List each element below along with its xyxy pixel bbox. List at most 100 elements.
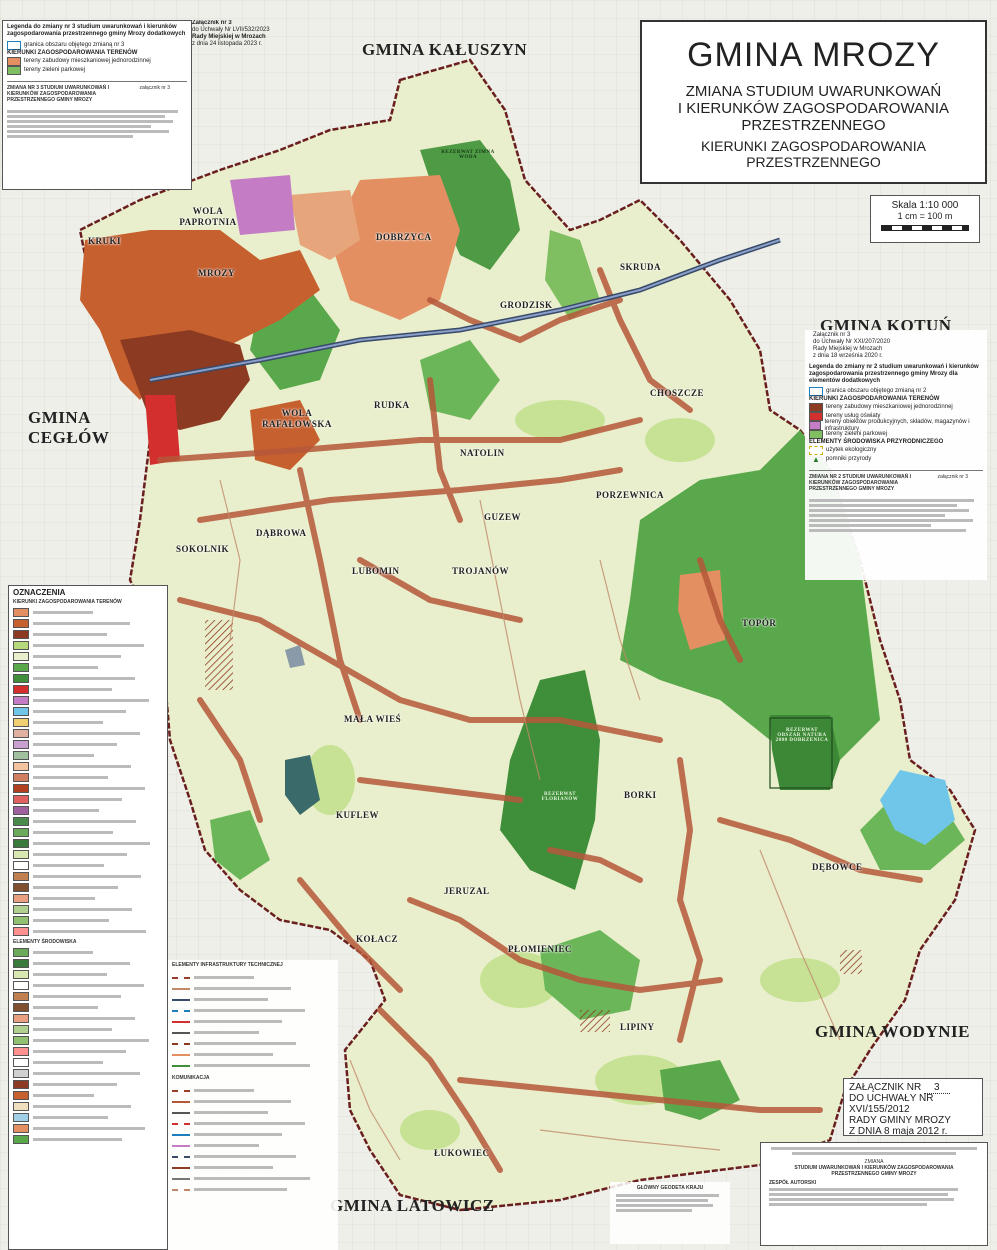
legend-entry — [13, 695, 163, 706]
legend-text-placeholder — [33, 1017, 135, 1020]
neighbor-label-north: GMINA KAŁUSZYN — [362, 40, 528, 59]
legend-entry — [13, 717, 163, 728]
hatched-east — [840, 950, 862, 974]
forest-kuflew — [210, 810, 270, 880]
legend-text-placeholder — [33, 1094, 94, 1097]
legend-entry — [172, 1016, 334, 1027]
annex-3-section: KIERUNKI ZAGOSPODAROWANIA TERENÓW — [7, 50, 138, 56]
legend-entry — [13, 915, 163, 926]
legend-swatch — [13, 674, 29, 683]
legend-entry — [13, 1090, 163, 1101]
service-west — [145, 395, 180, 465]
village-label-debowce: DĘBOWCE — [812, 862, 863, 872]
legend-entry — [172, 1151, 334, 1162]
legend-text-placeholder — [194, 1144, 259, 1147]
industry-north — [230, 175, 295, 235]
annex-2-legend-title: Legenda do zmiany nr 2 studium uwarunkow… — [809, 364, 979, 384]
legend-swatch — [13, 970, 29, 979]
village-label-kolacz: KOŁACZ — [356, 934, 399, 944]
annex-2-item-4: tereny obiektów produkcyjnych, składów, … — [805, 419, 987, 432]
legend-text-placeholder — [194, 1177, 310, 1180]
legend-text-placeholder — [33, 721, 103, 724]
authors-line-2: STUDIUM UWARUNKOWAŃ I KIERUNKÓW ZAGOSPOD… — [794, 1165, 954, 1171]
authors-box: ZMIANA STUDIUM UWARUNKOWAŃ I KIERUNKÓW Z… — [760, 1142, 988, 1246]
village-label-lukowiec: ŁUKOWIEC — [434, 1148, 490, 1158]
legend-line-symbol — [172, 1089, 190, 1092]
legend-infrastructure-title: ELEMENTY INFRASTRUKTURY TECHNICZNEJ — [172, 962, 283, 968]
legend-entry — [13, 1101, 163, 1112]
resolution-line-4: Z DNIA 8 maja 2012 r. — [849, 1126, 948, 1136]
residential-north — [290, 190, 360, 260]
legend-swatch — [13, 959, 29, 968]
legend-text-placeholder — [33, 842, 150, 845]
legend-entry — [13, 805, 163, 816]
village-label-kruki: KRUKI — [88, 236, 122, 246]
resolution-line-3: RADY GMINY MROZY — [849, 1115, 951, 1126]
annex-2-line-1: Załącznik nr 3 — [813, 332, 851, 338]
legend-line-symbol — [172, 1155, 190, 1158]
legend-text-placeholder — [194, 1100, 291, 1103]
legend-entry — [172, 1162, 334, 1173]
legend-entry — [13, 926, 163, 937]
village-label-jeruzal: JERUZAL — [444, 886, 490, 896]
legend-line-symbol — [172, 998, 190, 1001]
title-block: GMINA MROZY ZMIANA STUDIUM UWARUNKOWAŃ I… — [640, 20, 987, 184]
legend-swatch — [13, 850, 29, 859]
legend-line-symbol — [172, 1042, 190, 1045]
legend-swatch — [13, 1014, 29, 1023]
legend-entry — [172, 983, 334, 994]
settlement-roads — [157, 267, 923, 1173]
legend-swatch — [13, 1036, 29, 1045]
legend-entry — [13, 1068, 163, 1079]
legend-entry — [172, 1107, 334, 1118]
annex-3-item-1: granica obszaru objętego zmianą nr 3 — [3, 41, 191, 50]
legend-entry — [172, 1049, 334, 1060]
scale-bar — [881, 225, 969, 231]
legend-text-placeholder — [33, 930, 146, 933]
annex-3-table — [7, 110, 187, 138]
village-label-wola-paprotnia: WOLA PAPROTNIA — [179, 206, 237, 227]
legend-swatch — [13, 872, 29, 881]
annex-3-heading-row: ZMIANA NR 3 STUDIUM UWARUNKOWAŃ I KIERUN… — [7, 81, 187, 106]
legend-swatch — [13, 751, 29, 760]
resolution-line-2: DO UCHWAŁY NR XVI/155/2012 — [849, 1093, 934, 1115]
village-label-mala-wies: MAŁA WIEŚ — [344, 714, 402, 724]
legend-entry — [13, 969, 163, 980]
legend-text-placeholder — [33, 699, 149, 702]
legend-swatch — [13, 1124, 29, 1133]
legend-swatch — [13, 696, 29, 705]
village-label-mrozy: MROZY — [198, 268, 235, 278]
legend-swatch — [13, 795, 29, 804]
authors-bars — [769, 1188, 979, 1206]
village-label-skruda: SKRUDA — [620, 262, 662, 272]
village-label-kuflew: KUFLEW — [336, 810, 380, 820]
legend-swatch — [13, 762, 29, 771]
legend-swatch — [13, 1025, 29, 1034]
village-label-porzewnica: PORZEWNICA — [596, 490, 665, 500]
legend-text-placeholder — [33, 787, 145, 790]
legend-swatch — [13, 1058, 29, 1067]
map-subtitle-4: KIERUNKI ZAGOSPODAROWANIA — [700, 138, 927, 154]
village-label-wola-rafalowska: WOLA RAFAŁOWSKA — [262, 408, 332, 429]
annex-3-resolution-line-2: do Uchwały Nr LVII/532/2023 — [192, 27, 270, 33]
urban-kuflew — [285, 755, 320, 815]
legend-line-symbol — [172, 1177, 190, 1180]
reserve-dobrzenica-outline[interactable] — [769, 717, 833, 789]
scale-ratio: 1 cm = 100 m — [897, 211, 953, 221]
legend-entry — [13, 1024, 163, 1035]
legend-text-placeholder — [33, 1105, 131, 1108]
village-label-plomieniec: PŁOMIENIEC — [508, 944, 573, 954]
annex-3-resolution-line-3: Rady Miejskiej w Mrozach — [192, 34, 266, 40]
legend-entry — [172, 1060, 334, 1071]
residential-topor — [678, 570, 725, 650]
map-subtitle-3: PRZESTRZENNEGO — [741, 117, 886, 134]
resolution-box: ZAŁĄCZNIK NR 3 DO UCHWAŁY NR XVI/155/201… — [843, 1078, 983, 1136]
legend-text-placeholder — [33, 951, 93, 954]
residential-dobrzyca — [330, 175, 460, 320]
legend-swatch — [13, 1069, 29, 1078]
legend-entry — [13, 893, 163, 904]
legend-entry — [13, 706, 163, 717]
legend-line-symbol — [172, 987, 190, 990]
village-label-borki: BORKI — [624, 790, 657, 800]
